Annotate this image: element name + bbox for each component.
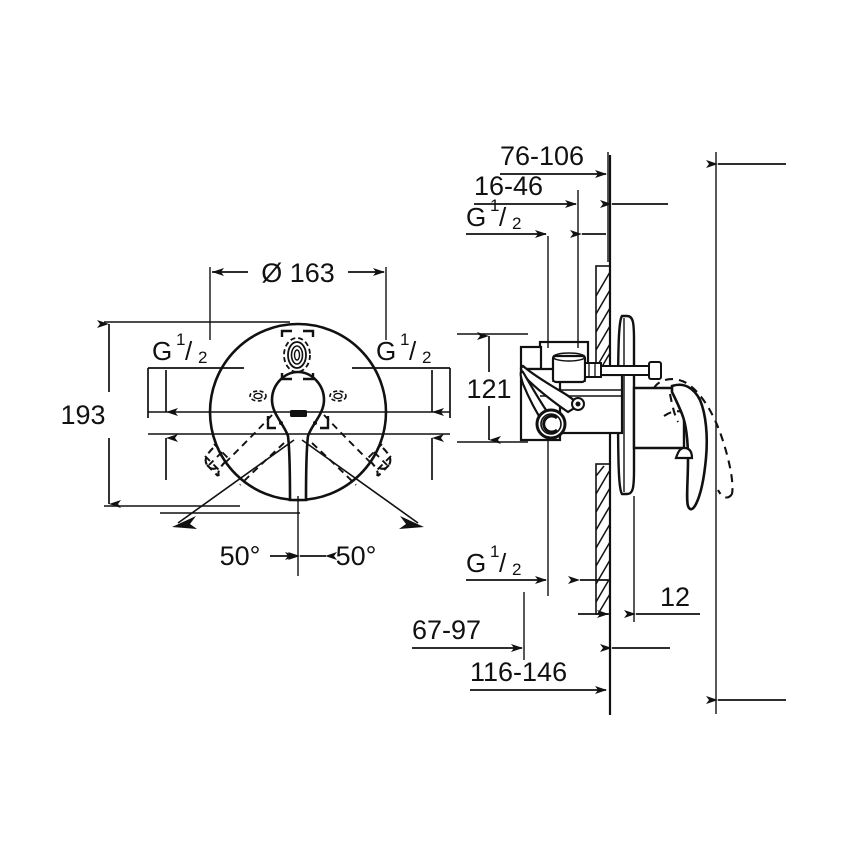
side-inlet-top-letter: G: [466, 202, 486, 232]
front-inlet-right-numerator: 1: [400, 330, 409, 349]
dim-label-angle-left: 50°: [220, 541, 261, 571]
front-inlet-right-slash: /: [409, 336, 417, 366]
dim-angles: 50° 50°: [220, 541, 377, 571]
side-inlet-top-numerator: 1: [490, 196, 499, 215]
side-inlet-bottom-denominator: 2: [512, 560, 521, 579]
side-inlet-bottom-letter: G: [466, 548, 486, 578]
angle-arrow-left: [172, 516, 197, 529]
dim-diameter-163: Ø 163: [209, 258, 387, 340]
front-inlet-right-denominator: 2: [422, 348, 431, 367]
dim-76-106: 76-106: [500, 141, 609, 262]
dim-label-116-146: 116-146: [470, 657, 567, 687]
dim-inlet-left: G 1 / 2: [147, 330, 450, 480]
side-inlet-bottom-numerator: 1: [490, 542, 499, 561]
dim-116-146: 116-146: [470, 657, 607, 694]
dim-side-inlet-top: G 1 / 2: [466, 196, 606, 348]
dim-label-193: 193: [60, 400, 105, 430]
dim-16-46: 16-46: [474, 171, 668, 348]
side-inlet-bottom-slash: /: [499, 548, 507, 578]
dim-label-angle-right: 50°: [336, 541, 377, 571]
front-inlet-right-letter: G: [376, 336, 396, 366]
front-view-geometry: [160, 322, 424, 576]
handle-swing-left: [204, 414, 285, 486]
angle-arrow-right: [399, 516, 424, 529]
dim-side-inlet-bottom: G 1 / 2: [466, 436, 608, 596]
ghost-lever-right: [369, 447, 392, 477]
dim-label-16-46: 16-46: [474, 171, 543, 201]
angle-leader-right: [301, 439, 419, 524]
lever-handle-side-lip: [674, 446, 694, 460]
valve-spindle-stub: [584, 361, 662, 380]
front-inlet-left-slash: /: [185, 336, 193, 366]
front-inlet-left-denominator: 2: [198, 348, 207, 367]
diverter-knob: [280, 329, 315, 381]
front-inlet-left-letter: G: [152, 336, 172, 366]
dim-12: 12: [578, 496, 700, 622]
dim-label-121: 121: [466, 374, 511, 404]
side-view-geometry: [519, 155, 734, 715]
side-inlet-top-slash: /: [499, 202, 507, 232]
angle-leader-left: [177, 439, 295, 524]
ghost-lever-left: [204, 447, 227, 477]
dim-121: 121: [457, 332, 528, 444]
side-inlet-top-denominator: 2: [512, 214, 521, 233]
handle-ghost-side: [653, 378, 734, 499]
dim-handle-projection: [706, 152, 786, 714]
dim-label-67-97: 67-97: [412, 615, 481, 645]
handle-swing-right: [311, 414, 392, 486]
dim-height-193: 193: [60, 320, 290, 508]
lever-slot-marker: [290, 410, 307, 417]
lever-handle-side: [670, 383, 709, 511]
dim-label-diameter: Ø 163: [261, 258, 335, 288]
front-inlet-left-numerator: 1: [176, 330, 185, 349]
lever-handle-front: [270, 370, 326, 502]
dim-label-76-106: 76-106: [500, 141, 584, 171]
escutcheon-plate-side: [616, 314, 636, 496]
dim-label-12: 12: [660, 582, 690, 612]
fixing-screw-caps: [249, 390, 347, 402]
dim-inlet-right: G 1 / 2: [352, 330, 451, 480]
lever-pivot-ring: [535, 397, 585, 440]
dim-67-97: 67-97: [412, 592, 670, 660]
